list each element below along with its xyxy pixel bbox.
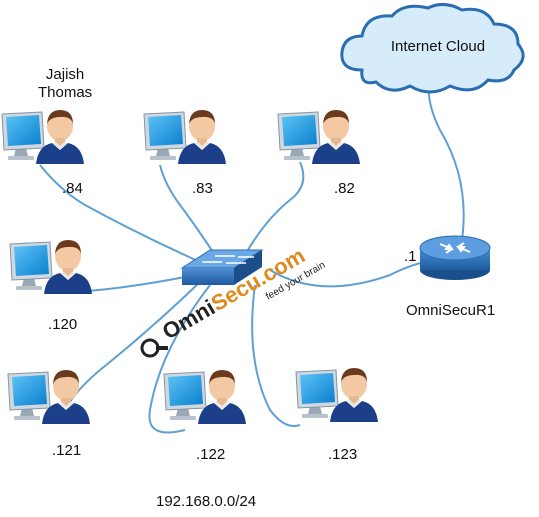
router bbox=[419, 235, 491, 280]
key-icon bbox=[140, 338, 168, 358]
ip-label-123: .123 bbox=[328, 446, 358, 463]
cables bbox=[39, 77, 465, 434]
cable-cloud bbox=[427, 77, 465, 241]
host-120 bbox=[9, 239, 93, 295]
user-last-name: Thomas bbox=[38, 84, 93, 101]
network-label: 192.168.0.0/24 bbox=[156, 493, 257, 510]
router-label: OmniSecuR1 bbox=[406, 302, 496, 319]
switch-arrows-icon bbox=[202, 255, 254, 264]
cable-84 bbox=[39, 164, 201, 263]
switch bbox=[180, 249, 264, 285]
internet-cloud bbox=[340, 3, 525, 94]
cable-122 bbox=[148, 284, 211, 434]
host-123 bbox=[295, 367, 379, 423]
cable-router bbox=[269, 261, 426, 288]
ip-label-84: .84 bbox=[62, 180, 83, 197]
cable-123 bbox=[251, 284, 301, 427]
ip-label-83: .83 bbox=[192, 180, 213, 197]
user-first-name: Jajish bbox=[45, 66, 85, 83]
router-arrows-icon bbox=[439, 242, 471, 254]
cloud-label: Internet Cloud bbox=[391, 38, 485, 55]
host-122 bbox=[163, 369, 247, 425]
cable-82 bbox=[244, 161, 305, 256]
router-interface-ip: .1 bbox=[404, 248, 417, 265]
host-82 bbox=[277, 109, 361, 165]
cable-83 bbox=[159, 164, 216, 256]
host-84 bbox=[1, 109, 85, 165]
host-121 bbox=[7, 369, 91, 425]
cloud-shape bbox=[340, 3, 525, 94]
ip-label-121: .121 bbox=[52, 442, 82, 459]
ip-label-122: .122 bbox=[196, 446, 226, 463]
host-83 bbox=[143, 109, 227, 165]
user-name: Jajish Thomas bbox=[38, 66, 92, 102]
ip-label-82: .82 bbox=[334, 180, 355, 197]
ip-label-120: .120 bbox=[48, 316, 78, 333]
